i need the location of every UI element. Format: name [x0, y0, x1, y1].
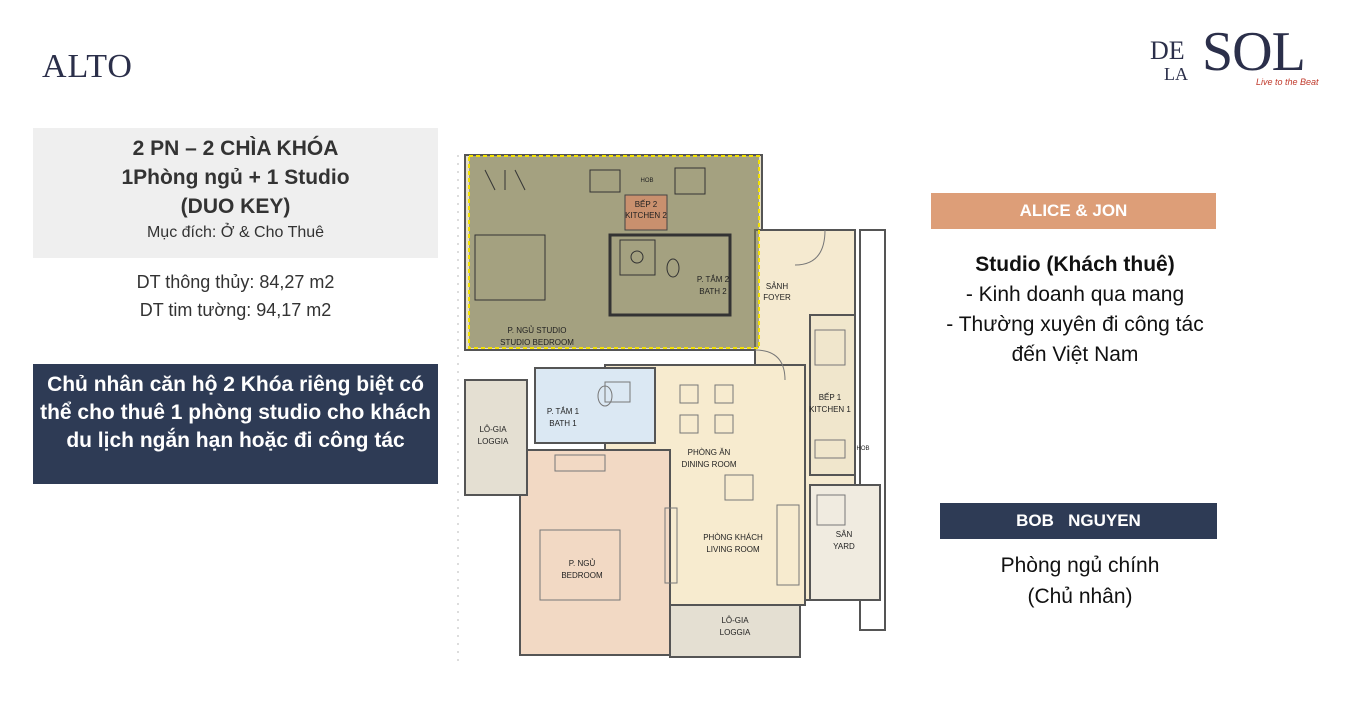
kitchen2-label-en: KITCHEN 2 — [625, 211, 667, 220]
owner-note-box: Chủ nhân căn hộ 2 Khóa riêng biệt có thể… — [33, 364, 438, 484]
floor-plan-svg: BẾP 2 KITCHEN 2 P. TẮM 2 BATH 2 P. NGỦ S… — [457, 154, 886, 665]
unit-duo-key: (DUO KEY) — [180, 195, 291, 218]
net-area: DT thông thủy: 84,27 m2 — [136, 272, 335, 292]
loggia2-label-en: LOGGIA — [720, 628, 751, 637]
tenant-line-2: - Thường xuyên đi công tác — [946, 313, 1204, 336]
kitchen1-label-en: KITCHEN 1 — [809, 405, 851, 414]
delasol-tagline: Live to the Beat — [1256, 77, 1319, 87]
alto-logo-text: ALTO — [42, 48, 133, 85]
studio-label-en: STUDIO BEDROOM — [500, 338, 574, 347]
yard-label: SÂN — [836, 530, 853, 539]
owner-details: Phòng ngủ chính (Chủ nhân) — [950, 550, 1210, 612]
unit-purpose: Mục đích: Ở & Cho Thuê — [146, 224, 325, 241]
bedroom-label: P. NGỦ — [569, 559, 596, 568]
delasol-logo-sol: SOL — [1202, 21, 1306, 83]
owner-note-text: Chủ nhân căn hộ 2 Khóa riêng biệt có thể… — [40, 373, 431, 452]
dining-label: PHÒNG ĂN — [688, 448, 731, 457]
studio-highlight — [468, 155, 760, 349]
unit-info-box: 2 PN – 2 CHÌA KHÓA 1Phòng ngủ + 1 Studio… — [33, 128, 438, 258]
loggia1-label-en: LOGGIA — [478, 437, 509, 446]
hob-label-1: HOB — [856, 446, 869, 452]
foyer-label: SẢNH — [766, 282, 788, 291]
delasol-logo-la: LA — [1164, 64, 1188, 84]
loggia1-label: LÔ-GIA — [479, 425, 507, 434]
unit-config: 1Phòng ngủ + 1 Studio — [121, 166, 350, 189]
loggia2-label: LÔ-GIA — [721, 616, 749, 625]
tenant-line-3: đến Việt Nam — [1011, 343, 1139, 366]
living-label-en: LIVING ROOM — [706, 545, 760, 554]
tenant-name-banner: ALICE & JON — [931, 193, 1216, 229]
hob-label-2: HOB — [640, 178, 653, 184]
tenant-details: Studio (Khách thuê) - Kinh doanh qua man… — [905, 250, 1245, 370]
kitchen2-label: BẾP 2 — [635, 199, 658, 209]
bedroom-label-en: BEDROOM — [561, 571, 603, 580]
gross-area: DT tim tường: 94,17 m2 — [139, 300, 332, 320]
alto-logo: ALTO — [40, 48, 160, 93]
tenant-line-1: - Kinh doanh qua mang — [965, 283, 1185, 306]
owner-line-2: (Chủ nhân) — [1027, 585, 1133, 608]
floor-plan: BẾP 2 KITCHEN 2 P. TẮM 2 BATH 2 P. NGỦ S… — [455, 150, 895, 670]
bath2-label-en: BATH 2 — [699, 287, 727, 296]
living-label: PHÒNG KHÁCH — [703, 533, 763, 542]
delasol-logo: DE LA SOL Live to the Beat — [1150, 22, 1330, 87]
owner-name-banner: BOB NGUYEN — [940, 503, 1217, 539]
kitchen1-label: BẾP 1 — [819, 392, 842, 402]
foyer-label-en: FOYER — [763, 293, 791, 302]
bath2-label: P. TẮM 2 — [697, 275, 730, 284]
owner-line-1: Phòng ngủ chính — [1000, 554, 1160, 577]
bath1-label-en: BATH 1 — [549, 419, 577, 428]
dining-label-en: DINING ROOM — [681, 460, 736, 469]
unit-type-title: 2 PN – 2 CHÌA KHÓA — [132, 137, 339, 160]
bath1-label: P. TẮM 1 — [547, 407, 580, 416]
yard-label-en: YARD — [833, 542, 855, 551]
tenant-title: Studio (Khách thuê) — [975, 253, 1175, 276]
delasol-logo-de: DE — [1150, 36, 1185, 65]
studio-label: P. NGỦ STUDIO — [508, 326, 567, 335]
